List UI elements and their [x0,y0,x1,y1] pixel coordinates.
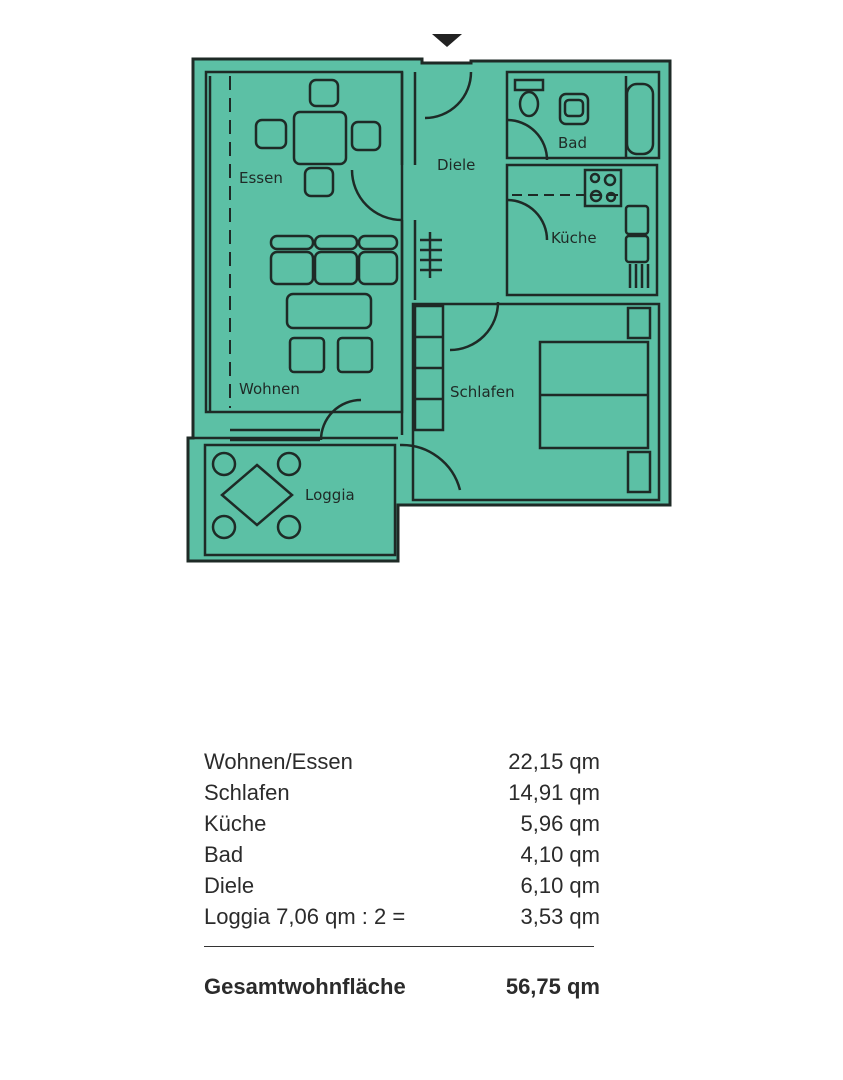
area-value: 3,53 qm [520,904,601,929]
total-row: Gesamtwohnfläche 56,75 qm [204,971,600,1002]
room-label-schlafen: Schlafen [450,383,515,401]
area-value: 5,96 qm [520,811,601,836]
total-value: 56,75 qm [505,974,600,999]
area-label: Bad [204,842,244,867]
room-label-kueche: Küche [551,229,597,247]
total-label: Gesamtwohnfläche [204,974,406,999]
room-label-loggia: Loggia [305,486,355,504]
floor-plan: Essen Diele Bad Küche Wohnen Schlafen Lo… [186,34,672,563]
area-value: 14,91 qm [508,780,600,805]
area-row: Bad 4,10 qm [204,839,600,870]
area-value: 6,10 qm [520,873,601,898]
area-row: Diele 6,10 qm [204,870,600,901]
room-label-diele: Diele [437,156,475,174]
area-label: Küche [204,811,267,836]
entrance-arrow-icon [432,34,462,47]
room-label-essen: Essen [239,169,283,187]
area-row: Wohnen/Essen 22,15 qm [204,746,600,777]
area-row: Loggia 7,06 qm : 2 = 3,53 qm [204,901,600,932]
room-label-wohnen: Wohnen [239,380,300,398]
area-value: 22,15 qm [508,749,600,774]
area-label: Schlafen [204,780,290,805]
area-row: Küche 5,96 qm [204,808,600,839]
room-label-bad: Bad [558,134,587,152]
area-label: Loggia 7,06 qm : 2 = [204,904,406,929]
area-label: Diele [204,873,255,898]
area-label: Wohnen/Essen [204,749,353,774]
area-row: Schlafen 14,91 qm [204,777,600,808]
divider [204,946,594,947]
area-table: Wohnen/Essen 22,15 qm Schlafen 14,91 qm Kü… [204,746,600,1002]
area-value: 4,10 qm [520,842,601,867]
